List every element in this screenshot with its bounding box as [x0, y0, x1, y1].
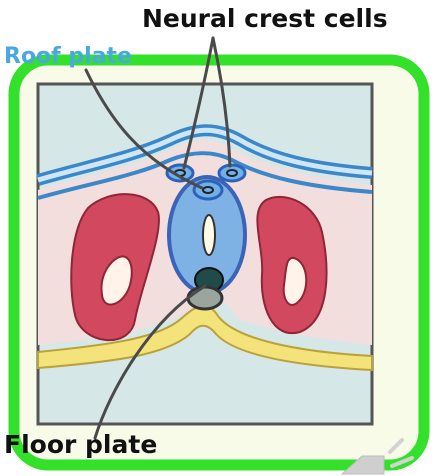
roof-plate-cells — [194, 181, 222, 199]
neural-crest-label: Neural crest cells — [142, 6, 388, 31]
neural-crest-cell-right — [219, 165, 245, 181]
floor-plate-label: Floor plate — [4, 432, 157, 457]
notochord — [188, 287, 222, 309]
neural-canal — [203, 215, 215, 255]
roof-plate-label: Roof plate — [4, 46, 132, 68]
cross-section — [38, 84, 372, 424]
